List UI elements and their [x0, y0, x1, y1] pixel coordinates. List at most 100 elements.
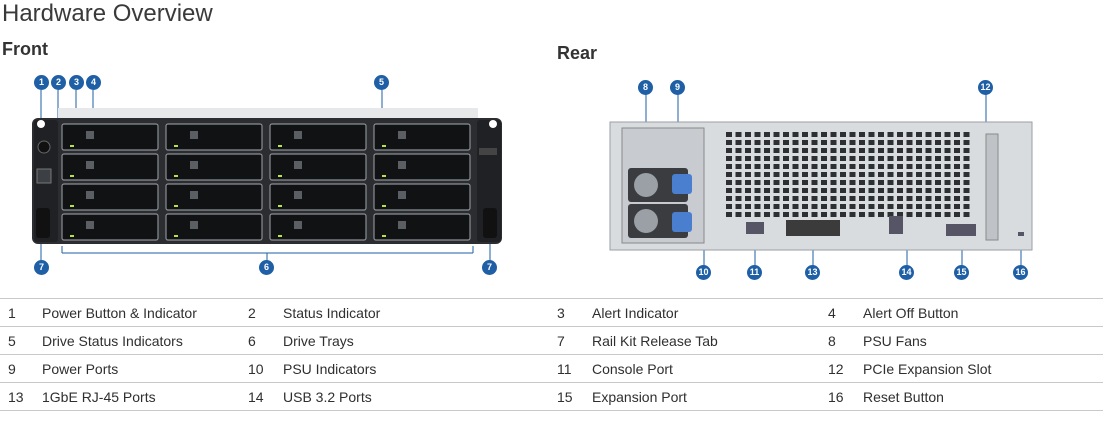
vent-hole [887, 188, 894, 193]
vent-hole [773, 180, 780, 185]
vent-hole [745, 132, 751, 137]
vent-hole [830, 172, 837, 177]
vent-hole [916, 204, 922, 209]
vent-hole [811, 204, 818, 209]
vent-hole [954, 188, 960, 193]
vent-hole [916, 212, 922, 217]
vent-hole [925, 148, 932, 153]
vent-hole [773, 172, 780, 177]
vent-hole [944, 188, 951, 193]
vent-hole [935, 148, 941, 153]
legend-number: 3 [557, 298, 592, 327]
vent-hole [764, 212, 770, 217]
vent-hole [811, 172, 818, 177]
legend-label: Power Button & Indicator [42, 298, 248, 327]
legend-number: 14 [248, 382, 283, 411]
vent-hole [783, 204, 789, 209]
vent-hole [792, 212, 799, 217]
vent-hole [868, 172, 875, 177]
legend-label: Console Port [592, 354, 828, 383]
vent-hole [859, 196, 865, 201]
drive-status-led [70, 235, 74, 237]
vent-hole [840, 156, 846, 161]
vent-hole [783, 212, 789, 217]
vent-hole [849, 172, 856, 177]
vent-hole [821, 196, 827, 201]
vent-hole [840, 212, 846, 217]
vent-hole [811, 140, 818, 145]
drive-tray-latch [86, 191, 94, 199]
vent-hole [773, 132, 780, 137]
vent-hole [944, 148, 951, 153]
vent-hole [830, 140, 837, 145]
drive-tray [61, 153, 159, 181]
drive-status-led [70, 145, 74, 147]
vent-hole [802, 196, 808, 201]
legend-label: Drive Trays [283, 326, 557, 355]
vent-hole [773, 196, 780, 201]
legend-label: Reset Button [863, 382, 1103, 411]
vent-hole [802, 204, 808, 209]
vent-hole [745, 164, 751, 169]
vent-hole [745, 196, 751, 201]
vent-hole [878, 148, 884, 153]
vent-hole [821, 140, 827, 145]
vent-hole [935, 156, 941, 161]
vent-hole [916, 188, 922, 193]
vent-hole [963, 172, 970, 177]
vent-hole [944, 164, 951, 169]
vent-hole [897, 188, 903, 193]
drive-status-led [174, 145, 178, 147]
vent-hole [859, 172, 865, 177]
drive-status-led [278, 145, 282, 147]
callout-10: 10 [696, 265, 711, 280]
drive-tray-latch [190, 221, 198, 229]
vent-hole [811, 212, 818, 217]
vent-hole [821, 148, 827, 153]
vent-hole [802, 132, 808, 137]
vent-hole [764, 180, 770, 185]
vent-hole [944, 196, 951, 201]
vent-hole [773, 164, 780, 169]
vent-hole [764, 156, 770, 161]
vent-hole [735, 156, 742, 161]
vent-hole [840, 188, 846, 193]
vent-hole [783, 196, 789, 201]
vent-hole [821, 132, 827, 137]
legend-label: Alert Indicator [592, 298, 828, 327]
vent-hole [944, 140, 951, 145]
callout-4: 4 [86, 75, 101, 90]
vent-hole [887, 132, 894, 137]
vent-hole [745, 156, 751, 161]
vent-hole [830, 164, 837, 169]
legend-label: Status Indicator [283, 298, 557, 327]
vent-hole [773, 148, 780, 153]
vent-hole [840, 180, 846, 185]
vent-hole [887, 180, 894, 185]
vent-hole [925, 140, 932, 145]
vent-hole [802, 164, 808, 169]
vent-hole [916, 156, 922, 161]
drive-tray [373, 153, 471, 181]
vent-hole [802, 180, 808, 185]
vent-hole [859, 132, 865, 137]
vent-hole [745, 140, 751, 145]
drive-tray-latch [86, 131, 94, 139]
vent-hole [849, 156, 856, 161]
vent-hole [897, 172, 903, 177]
vent-hole [726, 188, 732, 193]
legend-row: 13 1GbE RJ-45 Ports 14 USB 3.2 Ports 15 … [0, 382, 1103, 411]
vent-hole [764, 148, 770, 153]
drive-tray [269, 183, 367, 211]
vent-hole [773, 212, 780, 217]
vent-hole [906, 204, 913, 209]
vent-hole [754, 196, 761, 201]
vent-hole [868, 140, 875, 145]
legend-number: 8 [828, 326, 863, 355]
callout-1: 1 [34, 75, 49, 90]
vent-hole [849, 140, 856, 145]
vent-hole [906, 172, 913, 177]
callout-7-left: 7 [34, 260, 49, 275]
vent-hole [859, 148, 865, 153]
vent-hole [916, 132, 922, 137]
